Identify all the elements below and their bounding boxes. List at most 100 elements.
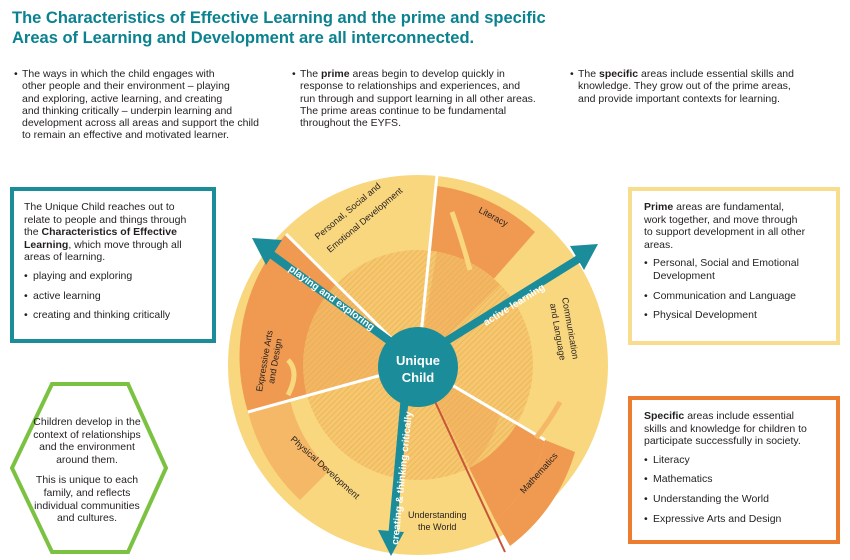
intro-text: areas begin to develop quickly in bbox=[349, 68, 505, 80]
curved-arrow-icon bbox=[285, 358, 297, 397]
arrowhead-icon bbox=[252, 238, 282, 265]
hex-line: This is unique to each bbox=[35, 474, 139, 487]
intro-line: The specific areas include essential ski… bbox=[578, 68, 838, 80]
box-strong: Learning bbox=[24, 238, 69, 251]
list-item-text: Physical Development bbox=[653, 309, 757, 322]
hex-line: around them. bbox=[56, 453, 118, 466]
specific-areas-box: Specific areas include essential skills … bbox=[628, 396, 840, 544]
box-line: Specific areas include essential bbox=[644, 410, 824, 423]
intro-column-prime: • The prime areas begin to develop quick… bbox=[292, 68, 560, 130]
box-strong: Characteristics of Effective bbox=[41, 226, 177, 239]
segment-physical-outer bbox=[248, 400, 330, 500]
list-item: •Mathematics bbox=[644, 473, 824, 486]
box-line: areas. bbox=[644, 238, 674, 251]
list-item: • playing and exploring bbox=[24, 270, 202, 283]
segment-label-understanding: the World bbox=[418, 522, 456, 532]
list-item-text: Expressive Arts and Design bbox=[653, 512, 782, 525]
intro-line: The prime areas begin to develop quickly… bbox=[300, 68, 560, 80]
bullet-dot-icon: • bbox=[644, 512, 648, 525]
bullet-dot-icon: • bbox=[644, 289, 648, 302]
box-line: The Unique Child reaches out to bbox=[24, 201, 175, 213]
intro-line: throughout the EYFS. bbox=[300, 117, 401, 130]
box-line: Prime areas are fundamental, bbox=[644, 201, 824, 214]
bullet-dot-icon: • bbox=[644, 257, 648, 270]
intro-line: knowledge. They grow out of the prime ar… bbox=[578, 80, 791, 93]
intro-line: and exploring, active learning, and crea… bbox=[22, 92, 223, 105]
center-circle bbox=[378, 327, 458, 407]
list-item-text: playing and exploring bbox=[33, 269, 133, 282]
title-line-1: The Characteristics of Effective Learnin… bbox=[12, 9, 546, 27]
double-arrow-icon bbox=[265, 248, 398, 349]
box-text: the bbox=[24, 226, 42, 239]
box-line: the Characteristics of Effective bbox=[24, 226, 202, 239]
arrowhead-icon bbox=[570, 244, 598, 270]
list-item-text: creating and thinking critically bbox=[33, 309, 171, 322]
box-strong: Prime bbox=[644, 201, 674, 213]
bullet-dot-icon: • bbox=[14, 68, 18, 80]
intro-strong: specific bbox=[599, 68, 639, 80]
bullet-dot-icon: • bbox=[24, 289, 28, 302]
bullet-dot-icon: • bbox=[644, 492, 648, 505]
intro-line: and provide important contexts for learn… bbox=[578, 92, 780, 105]
intro-column-specific: • The specific areas include essential s… bbox=[570, 68, 838, 105]
list-item-text: Literacy bbox=[653, 453, 690, 466]
curved-arrow-icon bbox=[534, 400, 563, 440]
center-label-child: Child bbox=[402, 370, 435, 385]
segment-mathematics-outer bbox=[495, 440, 575, 546]
hex-line: individual communities bbox=[34, 499, 140, 512]
intro-line: to remain an effective and motivated lea… bbox=[22, 129, 230, 142]
bullet-dot-icon: • bbox=[644, 453, 648, 466]
bullet-dot-icon: • bbox=[570, 68, 574, 80]
hex-line: and cultures. bbox=[56, 512, 118, 525]
box-line: work together, and move through bbox=[644, 213, 798, 226]
hex-line: and the environment bbox=[39, 441, 135, 454]
list-item: • Understanding the World bbox=[644, 493, 824, 506]
box-text: , which move through all bbox=[68, 238, 182, 251]
intro-line: The prime areas continue to be fundament… bbox=[300, 104, 507, 117]
hex-line: Children develop in the bbox=[33, 416, 141, 428]
unique-child-box: The Unique Child reaches out to relate t… bbox=[10, 187, 216, 343]
list-item: • Expressive Arts and Design bbox=[644, 513, 824, 526]
double-arrow-icon bbox=[437, 254, 583, 349]
list-item: •creating and thinking critically bbox=[24, 309, 202, 322]
bullet-dot-icon: • bbox=[292, 68, 296, 80]
box-line: Learning, which move through all bbox=[24, 239, 202, 252]
intro-line: run through and support learning in all … bbox=[300, 92, 536, 105]
curved-arrow-icon bbox=[449, 211, 473, 271]
box-text: areas are fundamental, bbox=[673, 201, 785, 213]
intro-text: The bbox=[578, 68, 600, 80]
characteristics-list: •playing and exploring •active learning … bbox=[24, 270, 202, 322]
intro-line: response to relationships and experience… bbox=[300, 80, 521, 93]
list-item: • Physical Development bbox=[644, 309, 824, 322]
bullet-dot-icon: • bbox=[644, 473, 648, 486]
intro-strong: prime bbox=[321, 68, 350, 80]
box-line: relate to people and things through bbox=[24, 213, 187, 226]
list-item-text: Communication and Language bbox=[653, 289, 797, 302]
hexagon-text: Children develop in the context of relat… bbox=[22, 416, 152, 525]
box-text: areas include essential bbox=[684, 410, 795, 422]
double-arrow-icon bbox=[388, 394, 409, 539]
intro-column-ways: • The ways in which the child engages wi… bbox=[14, 68, 292, 142]
hexagon-outline bbox=[9, 382, 169, 554]
list-item-text: Development bbox=[653, 269, 715, 282]
list-item: •active learning bbox=[24, 290, 202, 303]
bullet-dot-icon: • bbox=[644, 309, 648, 322]
intro-text: areas include essential skills and bbox=[638, 68, 794, 80]
bullet-dot-icon: • bbox=[24, 269, 28, 282]
intro-text: The bbox=[300, 68, 322, 80]
hex-line: family, and reflects bbox=[43, 486, 131, 499]
specific-areas-list: • Literacy •Mathematics • Understanding th… bbox=[644, 454, 824, 525]
hex-line: context of relationships bbox=[33, 428, 141, 441]
page-title: The Characteristics of Effective Learnin… bbox=[12, 8, 632, 48]
intro-line: development across all areas and support… bbox=[22, 117, 259, 130]
box-line: areas of learning. bbox=[24, 251, 106, 264]
title-line-2: Areas of Learning and Development are al… bbox=[12, 29, 475, 47]
box-line: participate successfully in society. bbox=[644, 435, 801, 448]
list-item-text: Understanding the World bbox=[653, 492, 769, 505]
arrowhead-icon bbox=[378, 530, 404, 556]
prime-areas-box: Prime areas are fundamental, work togeth… bbox=[628, 187, 840, 345]
center-label-unique: Unique bbox=[396, 353, 440, 368]
